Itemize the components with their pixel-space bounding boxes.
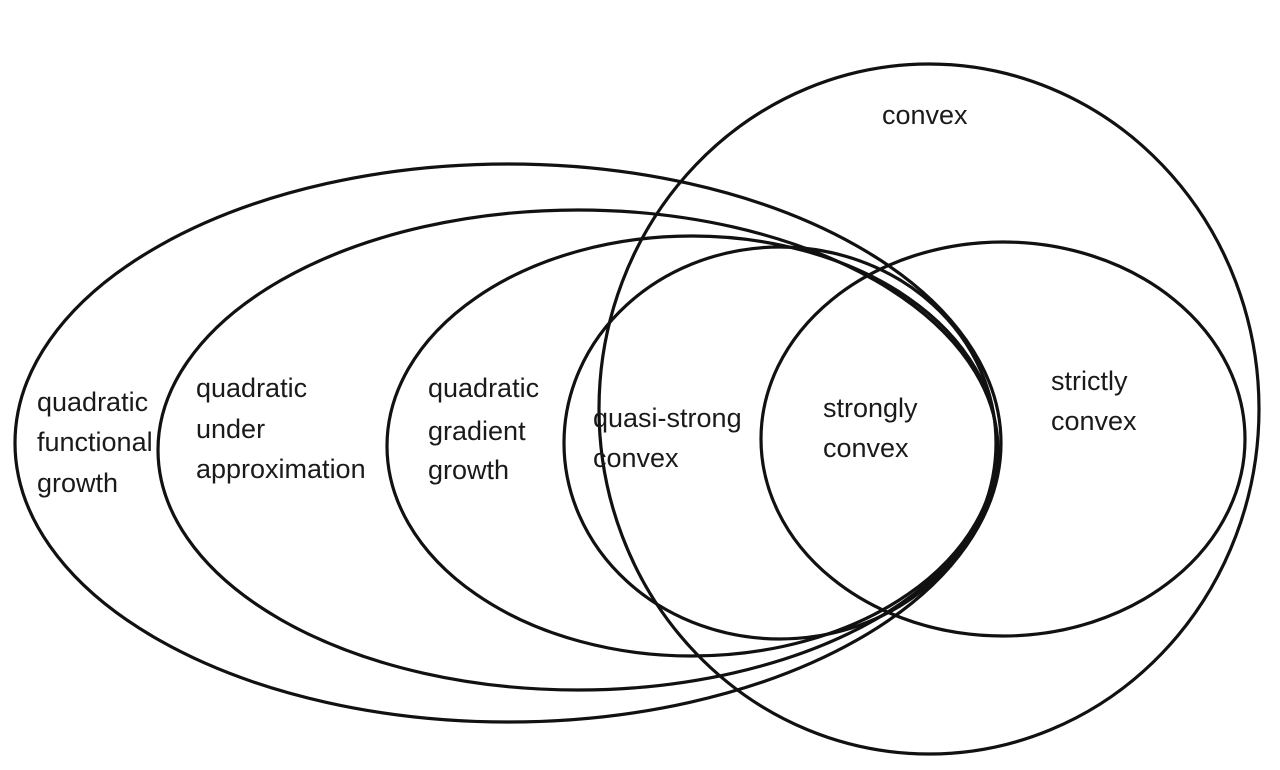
strictly-convex-label: strictly convex <box>1051 366 1137 436</box>
quadratic-under-approximation-label: quadratic under approximation <box>196 373 366 484</box>
strongly-convex-label-line: convex <box>823 433 909 463</box>
quadratic-functional-growth-label-line: functional <box>37 427 153 457</box>
convex-label: convex <box>882 100 968 130</box>
quasi-strong-convex-label-line: quasi-strong <box>593 403 742 433</box>
quadratic-gradient-growth-label-line: gradient <box>428 416 526 446</box>
strictly-convex-label-line: strictly <box>1051 366 1128 396</box>
strictly-convex-ellipse <box>759 240 1247 638</box>
quadratic-functional-growth-label-line: growth <box>37 468 118 498</box>
quadratic-under-approximation-label-line: approximation <box>196 454 366 484</box>
strongly-convex-label: strongly convex <box>823 393 925 463</box>
convex-label-line: convex <box>882 100 968 130</box>
strongly-convex-label-line: strongly <box>823 393 918 423</box>
quadratic-under-approximation-label-line: under <box>196 414 265 444</box>
quadratic-functional-growth-ellipse <box>13 162 1003 724</box>
quadratic-under-approximation-label-line: quadratic <box>196 373 307 403</box>
quasi-strong-convex-ellipse <box>562 245 998 641</box>
convex-ellipse <box>597 62 1261 756</box>
quadratic-gradient-growth-label-line: growth <box>428 455 509 485</box>
quadratic-gradient-growth-label-line: quadratic <box>428 373 539 403</box>
quasi-strong-convex-label-line: convex <box>593 443 679 473</box>
quasi-strong-convex-label: quasi-strong convex <box>593 403 749 473</box>
strictly-convex-label-line: convex <box>1051 406 1137 436</box>
quadratic-functional-growth-label-line: quadratic <box>37 387 148 417</box>
quadratic-gradient-growth-label: quadratic gradient growth <box>428 373 547 485</box>
quadratic-functional-growth-label: quadratic functional growth <box>37 387 160 498</box>
